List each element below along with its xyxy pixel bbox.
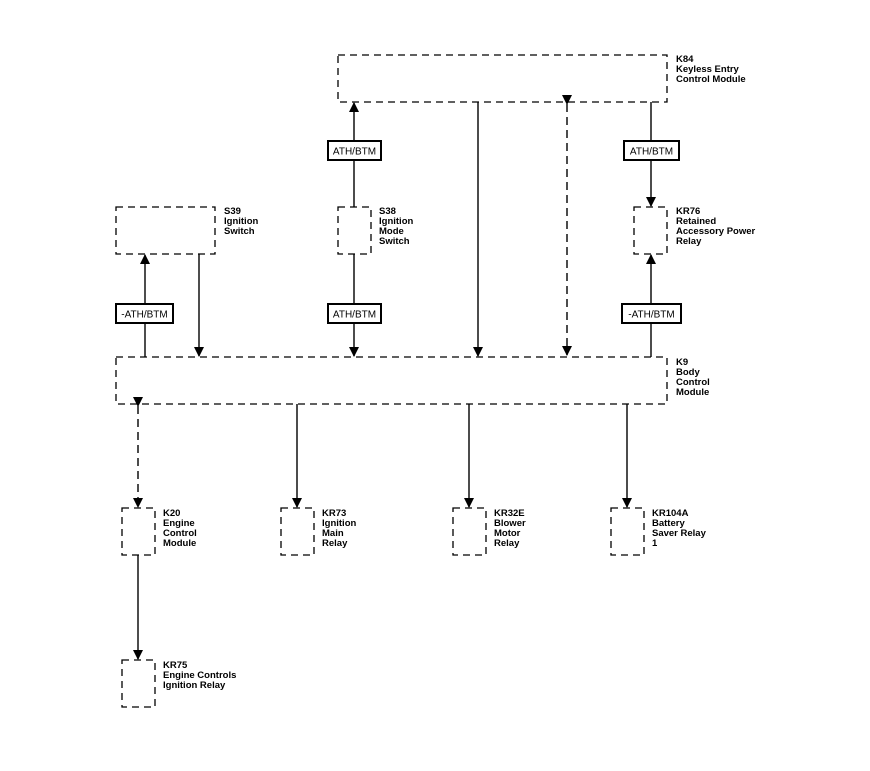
k20-engine-control-module-box	[121, 507, 156, 556]
tag-neg-ath-btm-k9-s39: -ATH/BTM	[115, 303, 174, 324]
svg-text:ATH/BTM: ATH/BTM	[630, 147, 673, 158]
kr73-label: KR73 Ignition Main Relay	[322, 508, 359, 549]
kr76-label: KR76 Retained Accessory Power Relay	[676, 206, 758, 247]
svg-text:-ATH/BTM: -ATH/BTM	[628, 310, 674, 321]
svg-text:-ATH/BTM: -ATH/BTM	[121, 310, 167, 321]
s39-ignition-switch-box	[115, 206, 216, 255]
svg-text:ATH/BTM: ATH/BTM	[333, 310, 376, 321]
tag-ath-btm-s38-k9: ATH/BTM	[327, 303, 382, 324]
tag-neg-ath-btm-k9-kr76: -ATH/BTM	[621, 303, 682, 324]
s38-ignition-mode-switch-box	[337, 206, 372, 255]
kr32e-label: KR32E Blower Motor Relay	[494, 508, 528, 549]
kr75-label: KR75 Engine Controls Ignition Relay	[163, 660, 239, 691]
k84-keyless-entry-control-module-box	[337, 54, 668, 103]
kr32e-blower-motor-relay-box	[452, 507, 487, 556]
k9-label: K9 Body Control Module	[676, 357, 712, 398]
kr104a-battery-saver-relay-box	[610, 507, 645, 556]
tag-ath-btm-k84-kr76: ATH/BTM	[623, 140, 680, 161]
kr73-ignition-main-relay-box	[280, 507, 315, 556]
kr104a-label: KR104A Battery Saver Relay 1	[652, 508, 709, 549]
kr76-retained-accessory-power-relay-box	[633, 206, 668, 255]
k84-label: K84 Keyless Entry Control Module	[676, 54, 746, 85]
svg-text:ATH/BTM: ATH/BTM	[333, 147, 376, 158]
k9-body-control-module-box	[115, 356, 668, 405]
k20-label: K20 Engine Control Module	[163, 508, 199, 549]
s38-label: S38 Ignition Mode Switch	[379, 206, 416, 247]
kr75-engine-controls-ignition-relay-box	[121, 659, 156, 708]
s39-label: S39 Ignition Switch	[224, 206, 261, 237]
tag-ath-btm-s38-k84: ATH/BTM	[327, 140, 382, 161]
